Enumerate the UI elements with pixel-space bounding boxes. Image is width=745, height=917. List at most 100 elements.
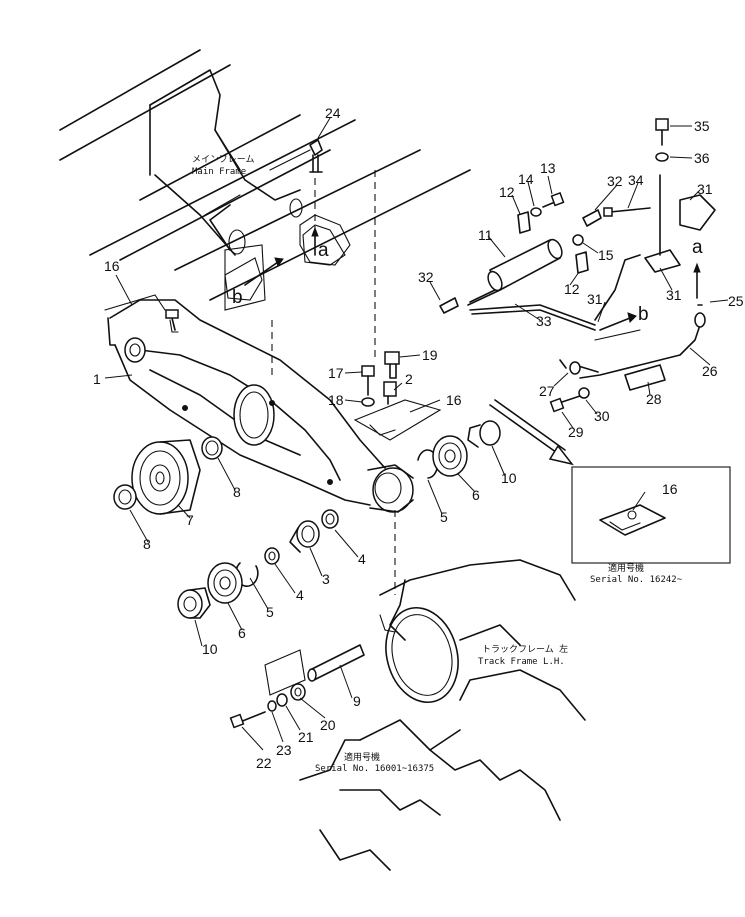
part-number-31-top: 31 xyxy=(697,181,713,197)
track-frame-en: Track Frame L.H. xyxy=(478,657,565,667)
idler-7 xyxy=(131,439,201,515)
part-number-5-upper: 5 xyxy=(440,509,448,525)
part-number-6-lower: 6 xyxy=(238,625,246,641)
part-number-24: 24 xyxy=(325,105,341,121)
bolt-29 xyxy=(549,395,581,413)
leader-lines xyxy=(104,117,729,751)
part-number-25: 25 xyxy=(728,293,744,309)
view-b-arrow-right xyxy=(599,312,637,331)
nut-15 xyxy=(572,234,584,246)
part-number-29: 29 xyxy=(568,424,584,440)
part-number-34: 34 xyxy=(628,172,644,188)
clamp-12-upper xyxy=(517,211,531,234)
part-number-14: 14 xyxy=(518,171,534,187)
part-number-10-lower: 10 xyxy=(202,641,218,657)
ring-4-upper xyxy=(321,509,339,529)
washer-21 xyxy=(276,693,288,707)
serial-a: Serial No. 16001~16375 xyxy=(315,764,434,774)
washer-23 xyxy=(267,700,277,712)
part-number-21: 21 xyxy=(298,729,314,745)
part-number-4-upper: 4 xyxy=(358,551,366,567)
hose-33 xyxy=(467,289,596,331)
seal-8-lower xyxy=(113,484,137,510)
sensor-cable xyxy=(559,254,706,379)
grease-fitting-24 xyxy=(309,139,323,173)
ground-line xyxy=(594,329,641,341)
part-number-16-plate: 16 xyxy=(446,392,462,408)
part-number-31-lower: 31 xyxy=(587,291,603,307)
part-number-15: 15 xyxy=(598,247,614,263)
part-number-11: 11 xyxy=(478,227,493,243)
seal-8-upper xyxy=(201,436,223,460)
cap-10-upper xyxy=(467,420,501,448)
frame-labels: メインフレーム Main Frame トラックフレーム 左 Track Fram… xyxy=(192,154,703,774)
part-number-23: 23 xyxy=(276,742,292,758)
pin-9 xyxy=(307,644,365,682)
view-b-label: b xyxy=(232,287,243,308)
fitting-19 xyxy=(384,351,400,379)
part-number-26: 26 xyxy=(702,363,718,379)
rod-34 xyxy=(603,207,651,217)
main-frame-en: Main Frame xyxy=(192,167,246,177)
view-b-label-right: b xyxy=(638,304,649,325)
washer-30 xyxy=(578,387,590,399)
bearing-6-upper xyxy=(432,435,468,477)
part-number-30: 30 xyxy=(594,408,610,424)
washer-18 xyxy=(361,397,375,407)
clamp-12-lower xyxy=(575,251,589,274)
part-number-35: 35 xyxy=(694,118,710,134)
part-number-8-upper: 8 xyxy=(233,484,241,500)
part-number-22: 22 xyxy=(256,755,272,771)
inset-arrow xyxy=(489,399,574,466)
view-a-label-right: a xyxy=(692,237,703,258)
part-number-7: 7 xyxy=(186,512,194,528)
bushing-3 xyxy=(289,520,320,553)
part-number-32-left: 32 xyxy=(418,269,434,285)
washer-36 xyxy=(655,152,669,162)
part-number-9: 9 xyxy=(353,693,361,709)
part-number-6-upper: 6 xyxy=(472,487,480,503)
plate-16-slot xyxy=(369,424,396,436)
view-a-marker xyxy=(302,224,346,266)
bracket-28 xyxy=(624,364,666,391)
part-number-27: 27 xyxy=(539,383,555,399)
part-number-33: 33 xyxy=(536,313,552,329)
bolt-17 xyxy=(361,365,375,396)
part-number-1: 1 xyxy=(93,371,101,387)
part-number-2: 2 xyxy=(405,371,413,387)
part-number-10-upper: 10 xyxy=(501,470,517,486)
serial-b: Serial No. 16242~ xyxy=(590,575,683,585)
fitting-32-left xyxy=(439,297,459,314)
connector-27 xyxy=(569,361,581,375)
serial-b-jp: 適用号機 xyxy=(608,562,644,574)
cap-10-lower xyxy=(177,587,211,619)
part-number-28: 28 xyxy=(646,391,662,407)
bolt-35 xyxy=(655,118,669,146)
fitting-2 xyxy=(383,381,397,405)
bolt-beam-top xyxy=(165,309,179,331)
view-a-arrow-right xyxy=(693,262,701,299)
washer-20 xyxy=(290,683,306,701)
damper-11 xyxy=(469,238,563,303)
part-number-3: 3 xyxy=(322,571,330,587)
part-number-13: 13 xyxy=(540,160,556,176)
main-frame-jp: メインフレーム xyxy=(192,154,254,165)
bolt-22 xyxy=(239,711,266,723)
washer-14 xyxy=(530,207,542,217)
view-a-label: a xyxy=(318,240,329,261)
part-number-20: 20 xyxy=(320,717,336,733)
fitting-32-right xyxy=(582,209,602,227)
bearing-6-lower xyxy=(207,562,243,604)
inset-box xyxy=(571,466,731,564)
part-number-18: 18 xyxy=(328,392,344,408)
part-number-31-mid: 31 xyxy=(666,287,682,303)
part-number-36: 36 xyxy=(694,150,710,166)
part-number-19: 19 xyxy=(422,347,438,363)
part-number-5-lower: 5 xyxy=(266,604,274,620)
track-frame xyxy=(264,559,586,871)
part-number-16-inset: 16 xyxy=(662,481,678,497)
part-number-12-upper: 12 xyxy=(499,184,515,200)
view-b-marker xyxy=(224,257,284,301)
connector-25 xyxy=(694,312,706,328)
